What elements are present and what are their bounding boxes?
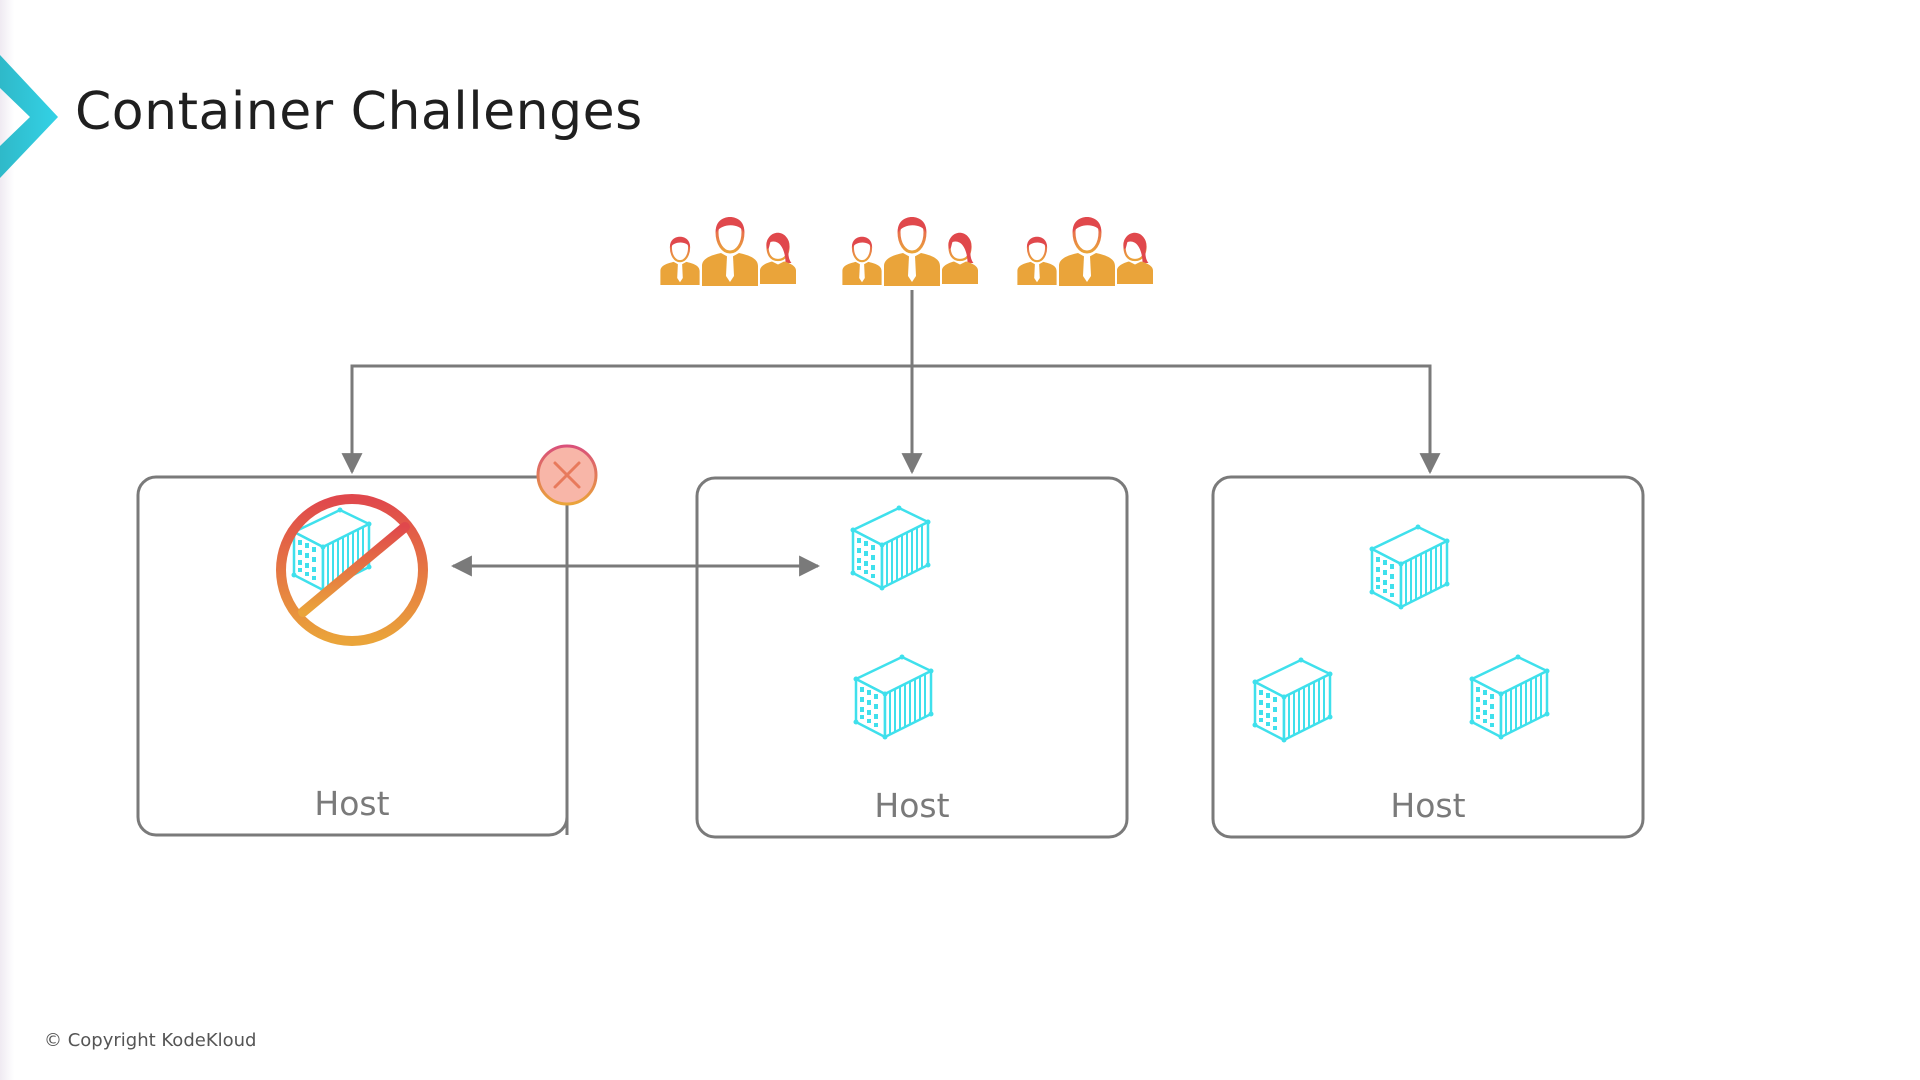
host-box-3	[1211, 475, 1645, 839]
container-icon	[849, 504, 932, 592]
container-disabled-icon	[276, 494, 428, 646]
host-label-2: Host	[874, 786, 950, 825]
user-group-1	[660, 217, 796, 286]
container-icon	[1251, 656, 1334, 744]
host-label-1: Host	[314, 784, 390, 823]
container-icon	[1368, 523, 1451, 611]
container-icon	[852, 653, 935, 741]
copyright-footer: © Copyright KodeKloud	[44, 1030, 257, 1051]
arrow-to-host-3	[912, 364, 1441, 475]
slide-title: Container Challenges	[75, 82, 643, 142]
left-edge-strip	[0, 0, 14, 1080]
users-group-icon	[660, 217, 796, 286]
users-group-icon	[1017, 217, 1153, 286]
user-group-2	[842, 217, 978, 286]
user-group-3	[1017, 217, 1153, 286]
close-icon	[553, 461, 581, 489]
container-icon	[1468, 653, 1551, 741]
brand-chevron-icon	[0, 55, 58, 178]
arrow-to-host-1	[341, 364, 912, 475]
host-label-3: Host	[1390, 786, 1466, 825]
failure-badge	[536, 444, 598, 835]
host-box-2	[695, 476, 1129, 839]
users-group-icon	[842, 217, 978, 286]
routing-lines	[341, 290, 1441, 577]
